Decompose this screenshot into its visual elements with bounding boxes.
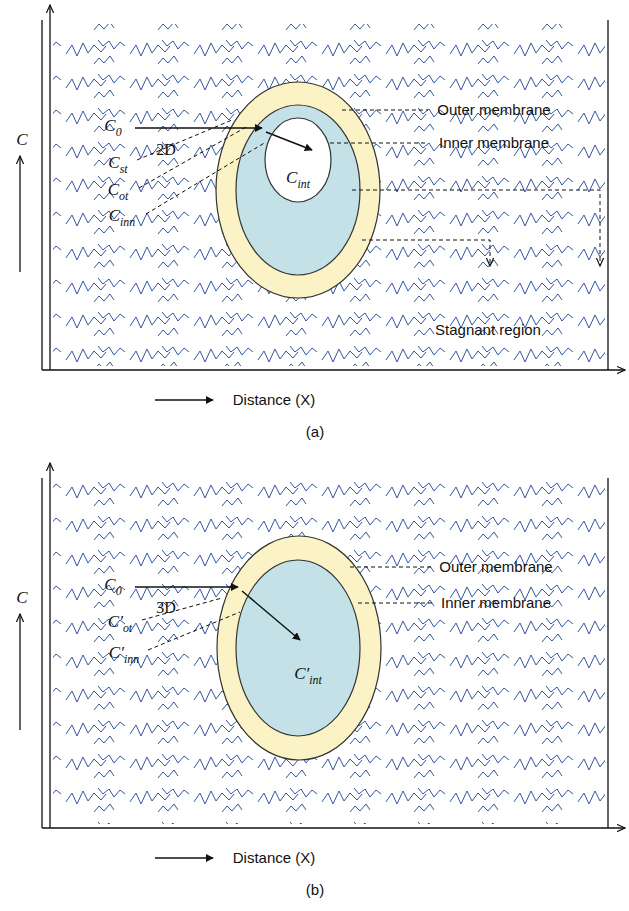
concentration-label: Cot <box>108 181 129 202</box>
panel-label: (a) <box>306 424 324 441</box>
y-axis <box>49 5 50 370</box>
inner-membrane <box>236 105 360 275</box>
dimension-label: 3D <box>156 599 176 617</box>
concentration-label: C′inn <box>109 644 139 665</box>
concentration-arrow <box>19 156 20 272</box>
membrane-outline <box>236 560 360 736</box>
distance-arrow <box>155 857 213 858</box>
interior-fill <box>265 118 331 202</box>
concentration-label: C′ot <box>108 613 132 634</box>
panel-label: (b) <box>306 882 324 899</box>
diffusion-arrow <box>266 132 312 150</box>
x-axis <box>42 827 625 828</box>
diffusion-arrow <box>242 591 300 640</box>
container-wall <box>42 478 608 828</box>
axis-label: Distance (X) <box>233 392 316 409</box>
fluid-texture <box>53 482 605 824</box>
part-label: Inner membrane <box>439 135 549 152</box>
leader-lines <box>142 567 432 650</box>
inner-membrane-fill <box>236 560 360 736</box>
panel-b <box>20 463 625 858</box>
part-label: Stagnant region <box>435 322 541 339</box>
diffusion-arrow <box>135 586 238 588</box>
distance-arrow <box>155 399 213 400</box>
part-label: Outer membrane <box>437 102 550 119</box>
concentration-label: Cint <box>286 168 310 191</box>
leader-lines <box>137 110 600 266</box>
dimension-label: 2D <box>156 141 176 159</box>
panel-a <box>20 5 625 400</box>
concentration-label: C0 <box>104 576 121 597</box>
y-axis <box>49 463 50 828</box>
concentration-label: C′int <box>294 664 322 687</box>
axis-label: C <box>16 589 27 608</box>
interior-ellipse: Cint <box>265 118 331 202</box>
x-axis <box>42 369 625 370</box>
part-label: Outer membrane <box>439 559 552 576</box>
concentration-label: Cinn <box>109 207 136 228</box>
concentration-arrow <box>19 614 20 730</box>
fluid-texture <box>53 24 605 366</box>
concentration-label: Cst <box>108 154 127 175</box>
part-label: Inner membrane <box>441 595 551 612</box>
concentration-label: C0 <box>104 117 121 138</box>
container-wall <box>42 20 608 370</box>
outer-membrane <box>217 536 381 760</box>
inner-membrane-ellipse: C′int <box>236 560 360 736</box>
axis-label: Distance (X) <box>233 850 316 867</box>
axis-label: C <box>16 131 27 150</box>
